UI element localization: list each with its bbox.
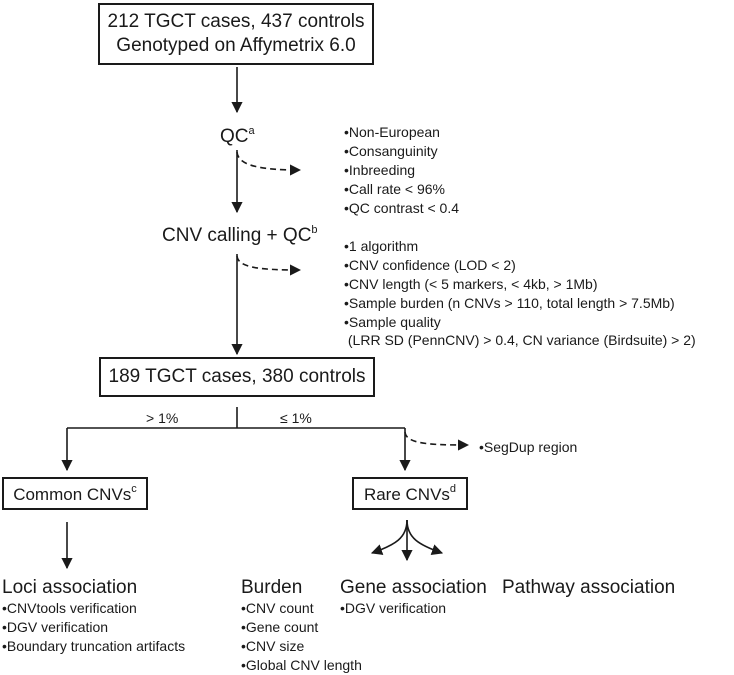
loci-association-title: Loci association <box>2 577 138 598</box>
cnv-calling-step-label: CNV calling + QCb <box>160 224 320 246</box>
arrow-rare-right <box>406 519 444 555</box>
gene-association-title: Gene association <box>340 577 487 598</box>
cnv-exclusion-item: •1 algorithm <box>344 238 419 254</box>
loci-association-list: •CNVtools verification •DGV verification… <box>2 599 185 656</box>
burden-item: •Gene count <box>241 618 319 635</box>
post-qc-samples-box: 189 TGCT cases, 380 controls <box>99 357 375 397</box>
cnv-exclusion-item: •CNV length (< 5 markers, < 4kb, > 1Mb) <box>344 275 598 292</box>
burden-item: •Global CNV length <box>241 656 362 673</box>
burden-list: •CNV count •Gene count •CNV size •Global… <box>241 599 362 675</box>
qc-exclusion-item: •Call rate < 96% <box>344 180 446 197</box>
loci-association-item: •Boundary truncation artifacts <box>2 637 186 654</box>
cnv-exclusion-item: •CNV confidence (LOD < 2) <box>344 256 516 273</box>
dashed-arrow-qc-exclusions <box>236 151 302 176</box>
qc-exclusion-list: •Non-European •Consanguinity •Inbreeding… <box>344 123 459 217</box>
loci-association-item: •CNVtools verification <box>2 600 137 616</box>
burden-item: •CNV size <box>241 637 305 654</box>
qc-exclusion-item: •Consanguinity <box>344 142 438 159</box>
segdup-exclusion: •SegDup region <box>479 439 578 455</box>
arrow-rare-left <box>370 519 408 555</box>
common-footnote-marker: c <box>131 482 137 495</box>
cnv-exclusion-list: •1 algorithm •CNV confidence (LOD < 2) •… <box>344 237 696 350</box>
genotyping-platform: Genotyped on Affymetrix 6.0 <box>116 35 356 56</box>
cnv-exclusion-item: •Sample quality <box>344 313 441 330</box>
cnv-calling-footnote-marker: b <box>311 224 318 236</box>
dashed-arrow-cnv-exclusions <box>236 255 302 276</box>
gene-association-list: •DGV verification <box>340 599 446 618</box>
rare-threshold-label: ≤ 1% <box>280 410 312 426</box>
rare-cnvs-label: Rare CNVs <box>363 484 450 504</box>
qc-exclusion-item: •Non-European <box>344 124 440 140</box>
cnv-exclusion-item: (LRR SD (PennCNV) > 0.4, CN variance (Bi… <box>344 332 696 349</box>
burden-item: •CNV count <box>241 600 314 616</box>
input-samples-box: 212 TGCT cases, 437 controls Genotyped o… <box>98 3 374 65</box>
dashed-arrow-segdup <box>404 431 470 451</box>
qc-footnote-marker: a <box>248 125 255 137</box>
burden-title: Burden <box>241 577 303 598</box>
rare-footnote-marker: d <box>449 482 457 495</box>
common-threshold-label: > 1% <box>146 410 179 426</box>
rare-cnvs-box: Rare CNVsd <box>352 477 468 510</box>
post-qc-samples-count: 189 TGCT cases, 380 controls <box>108 366 366 387</box>
qc-exclusion-item: •QC contrast < 0.4 <box>344 199 460 216</box>
qc-step-label: QCa <box>218 125 257 147</box>
gene-association-item: •DGV verification <box>340 600 447 616</box>
pathway-association-title: Pathway association <box>502 577 676 598</box>
common-cnvs-label: Common CNVs <box>13 484 132 504</box>
qc-exclusion-item: •Inbreeding <box>344 161 416 178</box>
common-cnvs-box: Common CNVsc <box>2 477 148 510</box>
loci-association-item: •DGV verification <box>2 618 109 635</box>
cnv-exclusion-item: •Sample burden (n CNVs > 110, total leng… <box>344 294 675 311</box>
input-samples-count: 212 TGCT cases, 437 controls <box>107 11 365 33</box>
